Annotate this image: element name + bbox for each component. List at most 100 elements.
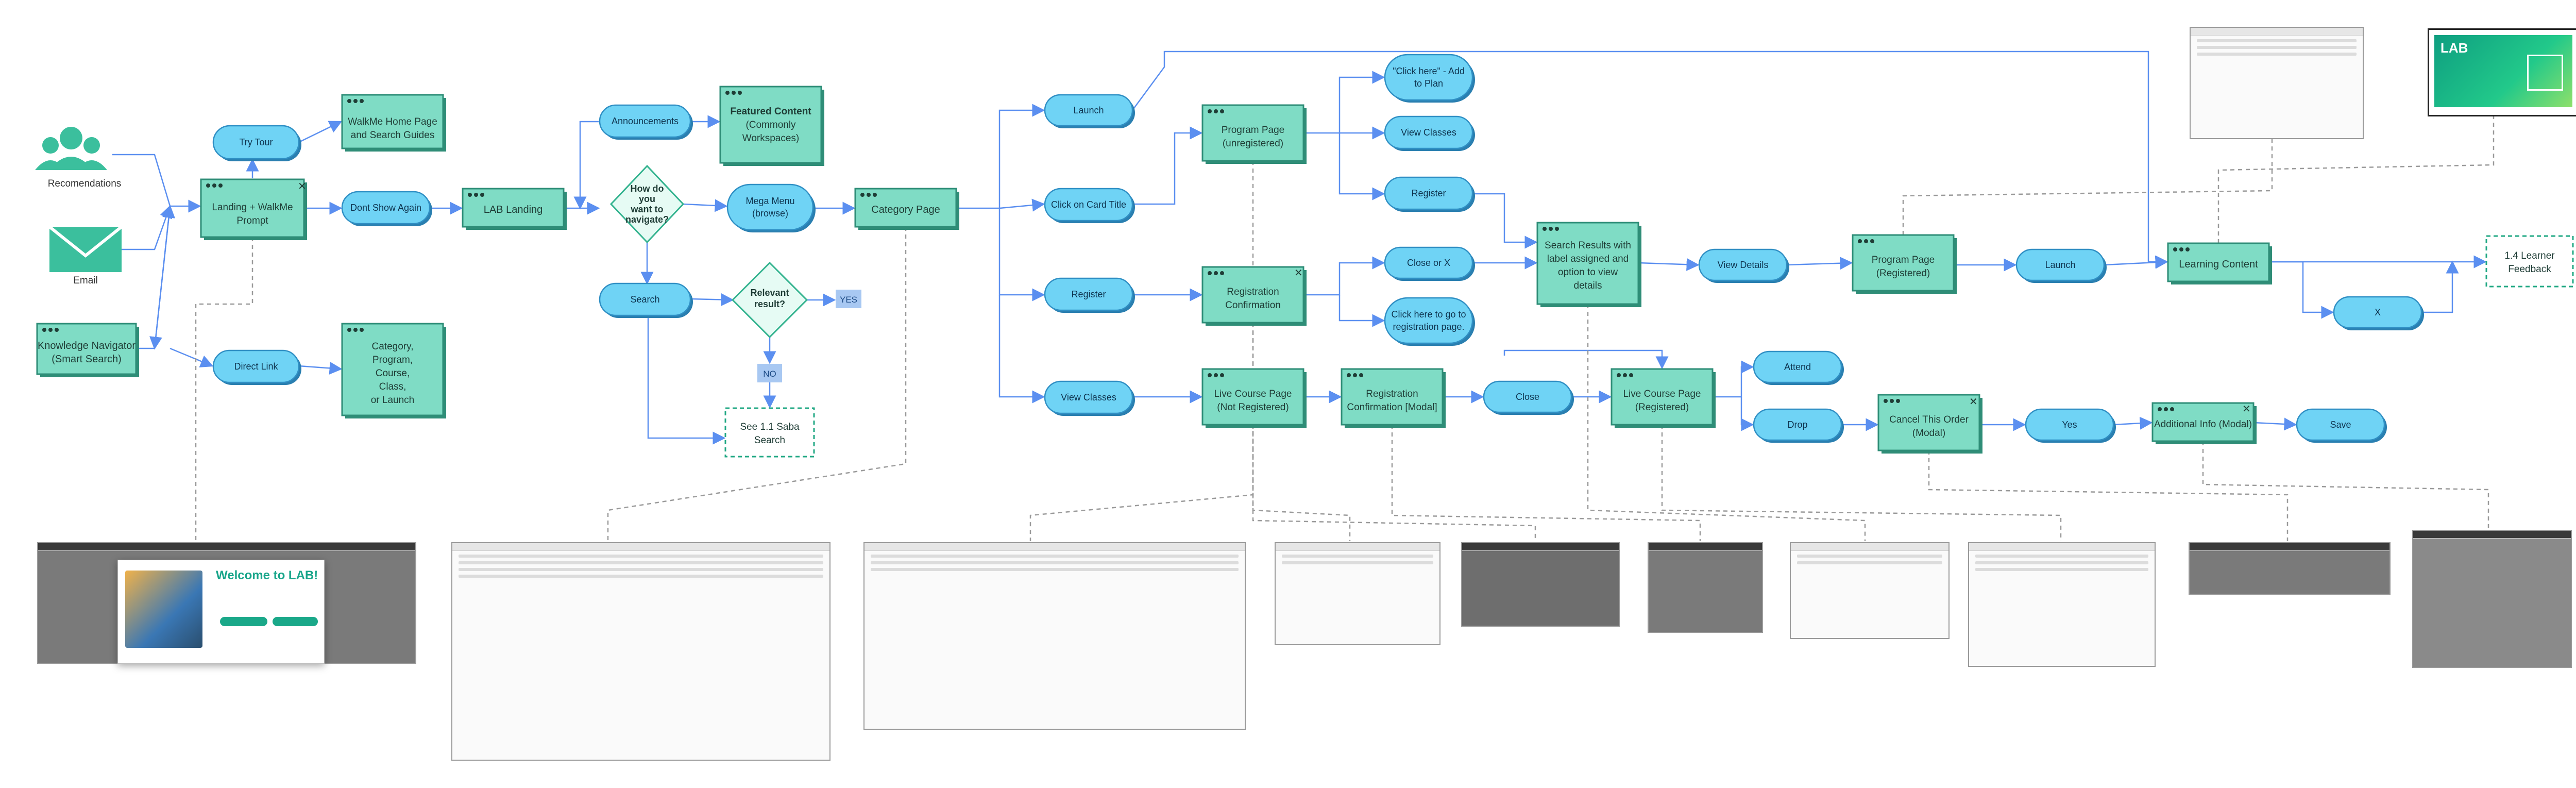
live-course-reg-box[interactable]: Live Course Page(Registered) <box>1611 368 1716 428</box>
connector-48 <box>1740 397 1754 431</box>
click-card-title-pill[interactable]: Click on Card Title <box>1044 188 1135 223</box>
close-icon[interactable]: ✕ <box>298 181 307 192</box>
cancel-order-line-1: Cancel This Order <box>1889 414 1969 425</box>
x-pill[interactable]: X <box>2333 296 2424 330</box>
pill-body[interactable] <box>212 125 300 160</box>
window-dot-icon <box>2185 247 2190 252</box>
pill-body[interactable] <box>1044 380 1133 414</box>
pill-body[interactable] <box>1044 277 1133 311</box>
drop-pill[interactable]: Drop <box>1753 408 1844 443</box>
learner-feedback-screenshot: LAB <box>2428 28 2576 116</box>
pill-body[interactable] <box>726 183 814 231</box>
view-details-pill[interactable]: View Details <box>1698 248 1789 283</box>
pill-body[interactable] <box>1483 380 1572 413</box>
launch-2-pill[interactable]: Launch <box>2015 248 2107 283</box>
pill-body[interactable] <box>2296 408 2385 441</box>
lab-landing-box[interactable]: LAB Landing <box>462 188 567 230</box>
click-here-add-pill-line-1: "Click here" - Add <box>1393 66 1465 76</box>
category-program-line-1: Category, <box>372 341 414 352</box>
mega-menu-pill[interactable]: Mega Menu(browse) <box>726 183 816 232</box>
no-thanks-button[interactable] <box>273 617 318 626</box>
direct-link-pill[interactable]: Direct Link <box>212 349 301 385</box>
click-here-add-pill[interactable]: "Click here" - Add to Plan <box>1384 54 1475 103</box>
connector-14 <box>683 199 728 212</box>
category-program-box[interactable]: Category,Program,Course,Class,or Launch <box>341 323 446 418</box>
close-pill[interactable]: Close <box>1483 380 1574 415</box>
knowledge-navigator-box[interactable]: Knowledge Navigator(Smart Search) <box>36 323 139 377</box>
connector-43 <box>2104 256 2168 269</box>
search-results-line-3: option to view <box>1558 267 1618 278</box>
registration-conf-modal-line-1: Registration <box>1366 389 1418 399</box>
take-tour-button[interactable] <box>220 617 267 626</box>
register-2-pill[interactable]: Register <box>1384 176 1475 212</box>
live-course-not-reg-box[interactable]: Live Course Page(Not Registered) <box>1201 368 1307 428</box>
pill-body[interactable] <box>341 191 431 225</box>
dont-show-again-pill[interactable]: Dont Show Again <box>341 191 432 226</box>
try-tour-pill[interactable]: Try Tour <box>212 125 301 161</box>
pill-body[interactable] <box>599 104 691 138</box>
pill-body[interactable] <box>1044 94 1133 127</box>
register-pill-label: Register <box>1071 289 1106 299</box>
pill-body[interactable] <box>1384 115 1473 149</box>
pill-body[interactable] <box>1753 408 1842 441</box>
welcome-image <box>125 571 202 648</box>
connector-52 <box>2253 417 2297 431</box>
view-classes-2-pill[interactable]: View Classes <box>1384 115 1475 151</box>
pill-body[interactable] <box>2333 296 2422 329</box>
close-icon[interactable]: ✕ <box>1294 267 1303 279</box>
program-page-unreg-box[interactable]: Program Page(unregistered) <box>1201 104 1307 164</box>
featured-content-line-3: Workspaces) <box>742 133 800 144</box>
connector-3 <box>136 205 175 349</box>
pill-body[interactable] <box>2025 408 2114 441</box>
search-results-line-2: label assigned and <box>1547 254 1629 264</box>
close-or-x-pill[interactable]: Close or X <box>1384 246 1475 281</box>
click-card-title-pill-label: Click on Card Title <box>1051 199 1126 210</box>
save-pill[interactable]: Save <box>2296 408 2387 443</box>
program-page-reg-box[interactable]: Program Page(Registered) <box>1852 234 1957 294</box>
category-page-box[interactable]: Category Page <box>854 188 959 230</box>
pill-body[interactable] <box>2015 248 2105 281</box>
pill-body[interactable] <box>212 349 300 383</box>
attend-pill[interactable]: Attend <box>1753 350 1844 385</box>
pill-body[interactable] <box>599 282 691 316</box>
window-dot-icon <box>1353 373 1357 377</box>
view-classes-pill[interactable]: View Classes <box>1044 380 1135 416</box>
dashed-connector-7 <box>1587 304 1866 541</box>
pill-body[interactable] <box>1753 350 1842 383</box>
cancel-order-box[interactable]: Cancel This Order(Modal)✕ <box>1877 394 1982 454</box>
additional-info-box[interactable]: Additional Info (Modal)✕ <box>2151 402 2257 444</box>
how-navigate-line-3: want to <box>631 204 664 214</box>
category-program-line-4: Class, <box>379 381 406 392</box>
announcements-pill[interactable]: Announcements <box>599 104 693 140</box>
live-course-not-reg-line-2: (Not Registered) <box>1217 402 1289 413</box>
pill-body[interactable] <box>1384 297 1473 344</box>
launch-pill[interactable]: Launch <box>1044 94 1135 128</box>
pill-body[interactable] <box>1384 176 1473 210</box>
pill-body[interactable] <box>1384 246 1473 279</box>
close-icon[interactable]: ✕ <box>2242 404 2251 415</box>
window-dot-icon <box>2164 407 2168 411</box>
click-here-add-pill-line-2: to Plan <box>1414 78 1443 89</box>
pill-body[interactable] <box>1384 54 1473 101</box>
close-icon[interactable]: ✕ <box>1969 396 1978 408</box>
connector-16 <box>690 293 734 306</box>
dashed-connector-12 <box>2217 114 2495 243</box>
yes-2-pill[interactable]: Yes <box>2025 408 2116 443</box>
pill-body[interactable] <box>1044 188 1133 222</box>
pill-body[interactable] <box>1698 248 1788 281</box>
click-here-goto-pill-line-2: registration page. <box>1393 322 1464 332</box>
register-pill[interactable]: Register <box>1044 277 1135 313</box>
search-pill[interactable]: Search <box>599 282 693 318</box>
window-dot-icon <box>1884 399 1888 403</box>
learning-content-box[interactable]: Learning Content <box>2167 242 2272 284</box>
